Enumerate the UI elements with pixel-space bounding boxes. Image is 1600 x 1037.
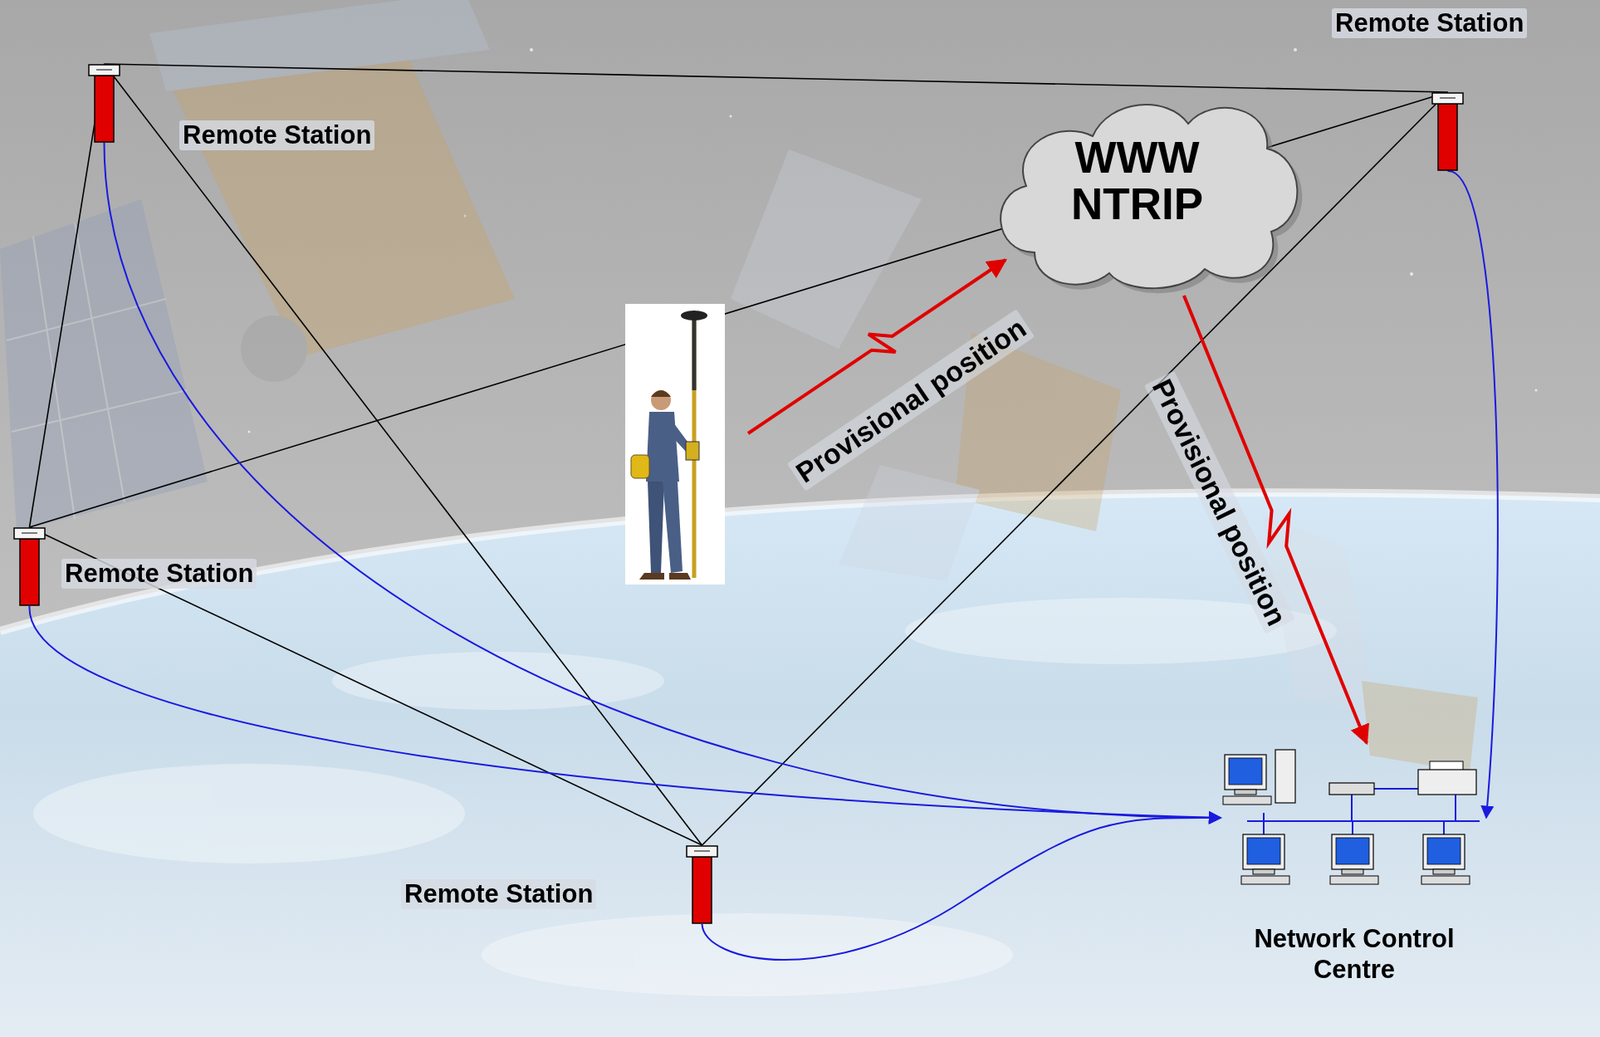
torso [645, 411, 680, 482]
station-label: Remote Station [1331, 8, 1527, 39]
router [1329, 782, 1375, 795]
antenna-mark [694, 851, 710, 852]
remote-station: Remote Station [88, 63, 121, 143]
antenna-mark [1439, 97, 1456, 99]
remote-station: Remote Station [685, 845, 719, 925]
baseline [29, 63, 105, 528]
baseline [104, 63, 1449, 93]
station-icon [1431, 92, 1464, 172]
computer [1421, 834, 1470, 885]
thruster [240, 315, 308, 382]
cloud-outline [1000, 104, 1297, 289]
baseline [702, 92, 1449, 846]
computer [1223, 754, 1272, 805]
receiver-body [94, 75, 114, 142]
gnss-antenna [680, 310, 708, 321]
cloud-label: WWW NTRIP [1054, 134, 1221, 227]
data-link [1448, 171, 1498, 818]
antenna-mark [21, 533, 38, 534]
antenna-plate [686, 846, 718, 857]
backpack [631, 455, 650, 479]
solar-panel [149, 0, 490, 92]
surveyor-photo [625, 303, 725, 585]
receiver-body [19, 538, 40, 606]
station-icon [685, 845, 719, 925]
solar-panel [838, 464, 980, 582]
horizon-glow [0, 492, 1600, 632]
receiver-body [692, 856, 712, 924]
satellite-right [1262, 514, 1478, 773]
tower [1275, 749, 1296, 803]
satellite-body [1361, 680, 1478, 773]
baseline [104, 63, 703, 846]
solar-panel [730, 149, 922, 349]
earth [0, 492, 1600, 1037]
head [650, 390, 671, 411]
data-link [702, 817, 1222, 960]
leg [647, 481, 665, 573]
computer [1330, 834, 1379, 885]
printer [1418, 769, 1477, 795]
computer [1241, 834, 1290, 885]
baseline [29, 92, 1449, 528]
receiver-body [1438, 103, 1458, 171]
remote-station: Remote Station [13, 527, 46, 607]
station-label: Remote Station [179, 120, 375, 151]
leg [662, 481, 683, 573]
controller [685, 441, 700, 460]
control-centre: Network Control Centre [1220, 743, 1487, 893]
hair [650, 390, 671, 397]
antenna-plate [1432, 92, 1463, 104]
edge-label: Provisional position [1144, 371, 1296, 635]
antenna-plate [14, 528, 45, 539]
earth-clouds [33, 597, 1337, 997]
station-label: Remote Station [401, 879, 597, 910]
antenna-plate [88, 64, 120, 76]
link-label: Provisional position [787, 308, 1035, 491]
internet-cloud: WWW NTRIP [984, 86, 1307, 296]
station-label: Remote Station [61, 558, 257, 589]
station-icon [88, 63, 121, 143]
antenna-mark [96, 69, 113, 71]
pole-top [692, 318, 697, 391]
photo-frame [625, 303, 725, 585]
shoe [669, 572, 691, 580]
lan-icons [1220, 743, 1487, 893]
remote-station: Remote Station [1431, 92, 1464, 172]
data-link [29, 606, 1221, 818]
shoe [639, 572, 665, 580]
satellite-left [0, 0, 515, 532]
panel-grid [6, 222, 187, 519]
station-icon [13, 527, 46, 607]
centre-label: Network Control Centre [1237, 923, 1471, 985]
